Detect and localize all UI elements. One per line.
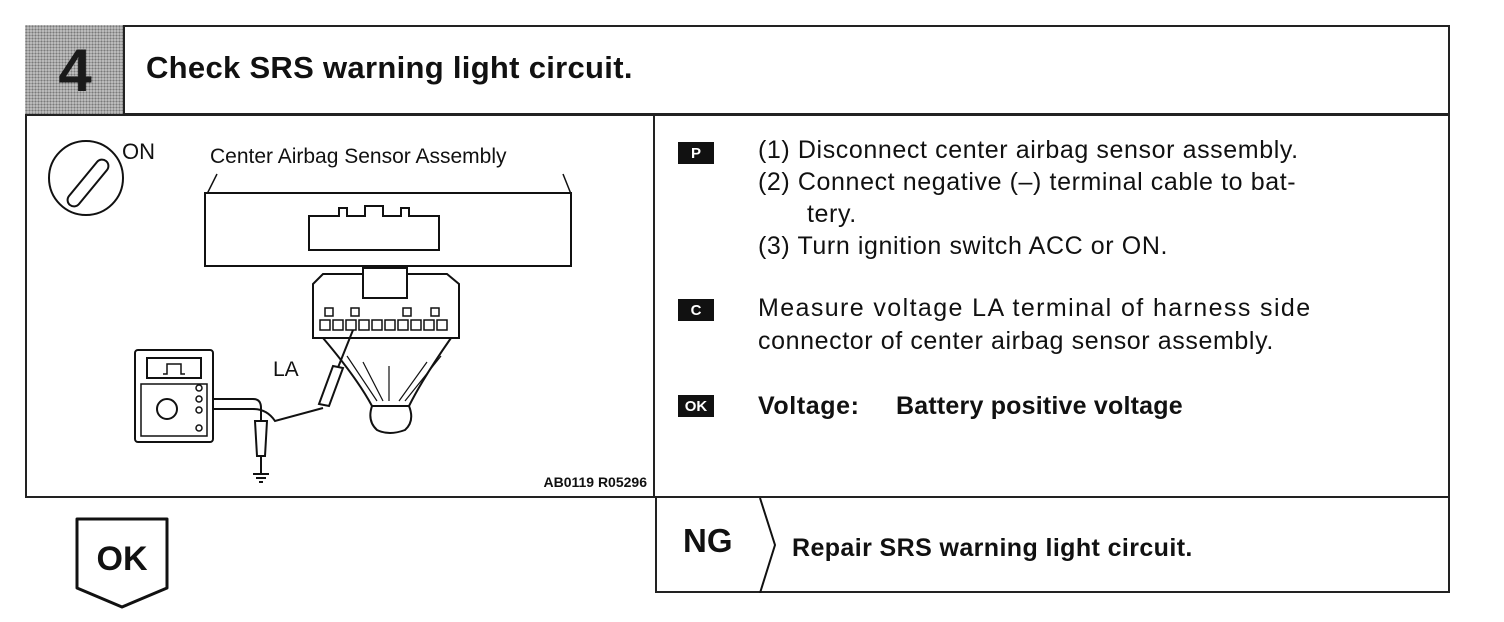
check-line-2: connector of center airbag sensor assemb…	[758, 327, 1274, 355]
sensor-assembly-icon	[204, 192, 572, 267]
ground-symbol-icon	[253, 420, 269, 483]
ng-label: NG	[683, 522, 733, 559]
harness-connector-icon	[312, 267, 460, 434]
terminal-la-label: LA	[273, 358, 299, 381]
ng-result-box	[655, 496, 1450, 593]
ok-arrow-tag	[75, 517, 169, 609]
prepare-step-1: (1) Disconnect center airbag sensor asse…	[758, 136, 1299, 164]
spec-value: Battery positive voltage	[896, 392, 1183, 420]
figure-code: AB0119 R05296	[543, 474, 647, 490]
step-number-tile	[25, 25, 125, 115]
column-divider	[653, 114, 655, 498]
prepare-badge: P	[678, 142, 714, 164]
ng-chevron-icon	[759, 498, 777, 593]
prepare-step-2: (2) Connect negative (–) terminal cable …	[758, 168, 1297, 196]
ok-result-label: OK	[96, 540, 148, 578]
spec-label: Voltage:	[758, 392, 860, 420]
assembly-label: Center Airbag Sensor Assembly	[210, 145, 507, 168]
test-probe-icon	[317, 329, 354, 408]
step-title: Check SRS warning light circuit.	[146, 50, 633, 85]
ok-badge: OK	[678, 395, 714, 417]
ignition-key-icon	[48, 140, 124, 216]
wiring-figure: ON Center Airbag Sensor Assembly	[48, 139, 647, 490]
content-frame	[25, 114, 1450, 498]
prepare-step-2-cont: tery.	[807, 200, 857, 228]
prepare-step-3: (3) Turn ignition switch ACC or ON.	[758, 232, 1169, 260]
figure-bottom-border	[25, 496, 655, 498]
step-number: 4	[58, 36, 92, 104]
check-line-1: Measure voltage LA terminal of harness s…	[758, 294, 1312, 322]
ng-action: Repair SRS warning light circuit.	[792, 534, 1193, 562]
check-badge: C	[678, 299, 714, 321]
ignition-on-label: ON	[122, 139, 155, 164]
voltmeter-icon	[134, 349, 214, 443]
